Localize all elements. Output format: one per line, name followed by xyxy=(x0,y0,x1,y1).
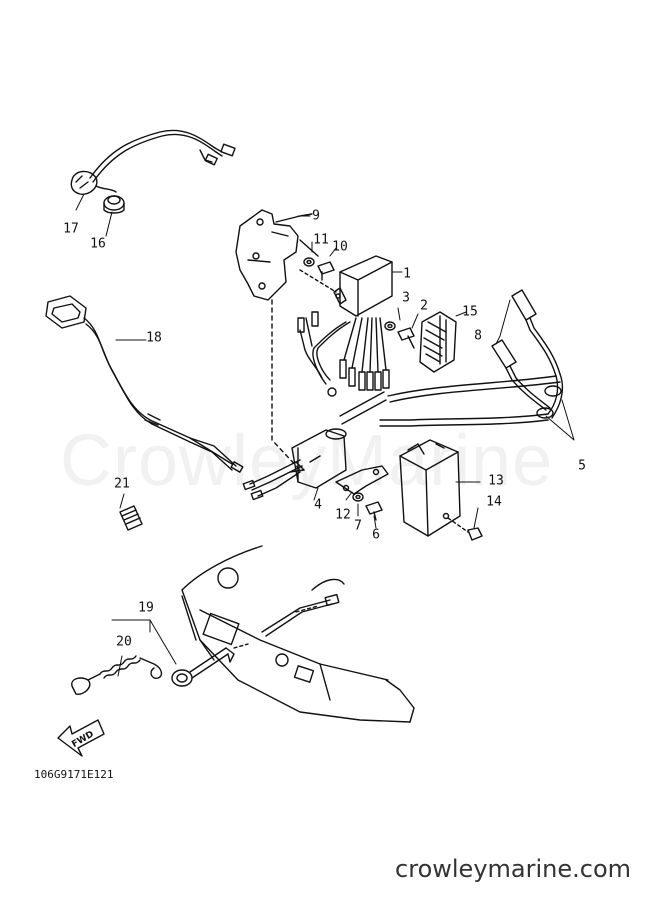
part-12-bracket xyxy=(335,465,389,495)
part-16-switch xyxy=(103,195,125,214)
callout-4: 4 xyxy=(314,497,322,513)
leader-bracket xyxy=(271,299,301,471)
callout-17: 17 xyxy=(63,221,79,237)
callout-6: 6 xyxy=(372,527,380,543)
part-4-ignition-coil xyxy=(242,428,347,501)
callout-2: 2 xyxy=(420,298,428,314)
callout-10: 10 xyxy=(332,239,348,255)
callout-5: 5 xyxy=(578,458,586,474)
callout-21: 21 xyxy=(114,476,130,492)
part-14-screw xyxy=(447,517,483,541)
part-17-harness xyxy=(70,129,236,195)
part-9-bracket xyxy=(235,209,319,301)
callout-9: 9 xyxy=(312,208,320,224)
fwd-arrow-icon: FWD xyxy=(57,719,105,757)
lower-cowling xyxy=(181,545,415,723)
callout-18: 18 xyxy=(146,330,162,346)
part-15-rectifier xyxy=(419,311,457,373)
callout-14: 14 xyxy=(486,494,502,510)
callout-leaders xyxy=(75,193,575,677)
callout-19: 19 xyxy=(138,600,154,616)
watermark: CrowleyMarine xyxy=(60,421,554,501)
part-11-washer xyxy=(303,257,315,267)
part-21-grommet xyxy=(119,505,143,531)
callout-8: 8 xyxy=(474,328,482,344)
part-19-stop-switch xyxy=(171,643,249,687)
part-7-washer xyxy=(352,492,364,502)
site-url[interactable]: crowleymarine.com xyxy=(395,855,631,883)
part-6-bolt xyxy=(365,501,383,521)
callout-3: 3 xyxy=(402,290,410,306)
part-18-harness xyxy=(45,295,244,473)
callout-13: 13 xyxy=(488,473,504,489)
part-13-cover xyxy=(399,439,461,537)
callout-7: 7 xyxy=(354,518,362,534)
part-3-washer xyxy=(384,321,396,331)
part-1-cdi-unit xyxy=(297,255,393,397)
drawing-code: 106G9171E121 xyxy=(34,768,114,781)
callout-1: 1 xyxy=(403,266,411,282)
part-2-bolt xyxy=(397,327,415,349)
callout-16: 16 xyxy=(90,236,106,252)
part-8-plug-caps xyxy=(339,289,564,427)
callout-12: 12 xyxy=(335,507,351,523)
callout-15: 15 xyxy=(462,304,478,320)
callout-20: 20 xyxy=(116,634,132,650)
callout-11: 11 xyxy=(313,232,329,248)
part-10-bolt xyxy=(317,261,335,281)
part-20-lanyard xyxy=(71,655,163,695)
